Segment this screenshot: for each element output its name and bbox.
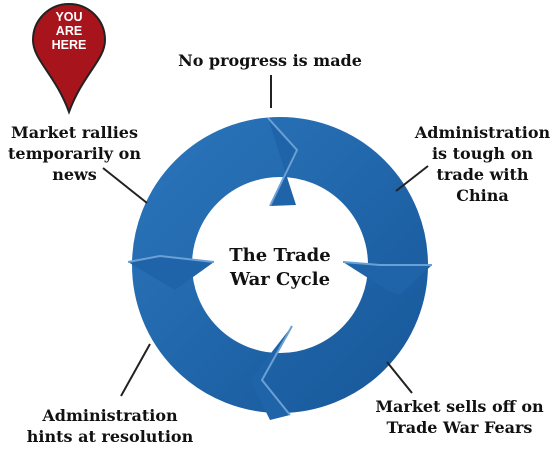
ring-arrow-left: [127, 254, 215, 290]
stage-label-market-rallies: Market rallies temporarily on news: [8, 123, 141, 184]
location-pin-icon: [31, 2, 107, 115]
stage-label-tough-on-china: Administration is tough on trade with Ch…: [414, 123, 551, 205]
connector-left-bottom: [120, 343, 151, 397]
connector-right-bottom: [386, 361, 413, 394]
stage-label-no-progress: No progress is made: [178, 51, 362, 70]
you-are-here-label: YOU ARE HERE: [51, 10, 87, 52]
ring-arrow-top: [267, 117, 299, 207]
ring-arrow-right: [342, 261, 432, 295]
stage-label-hints-resolution: Administration hints at resolution: [26, 406, 194, 446]
connector-right-top: [395, 165, 429, 192]
connector-left-top: [102, 167, 148, 204]
cycle-title: The Trade War Cycle: [229, 245, 331, 290]
ring-arrow-bottom: [250, 325, 293, 420]
stage-label-market-sells-off: Market sells off on Trade War Fears: [375, 397, 544, 437]
